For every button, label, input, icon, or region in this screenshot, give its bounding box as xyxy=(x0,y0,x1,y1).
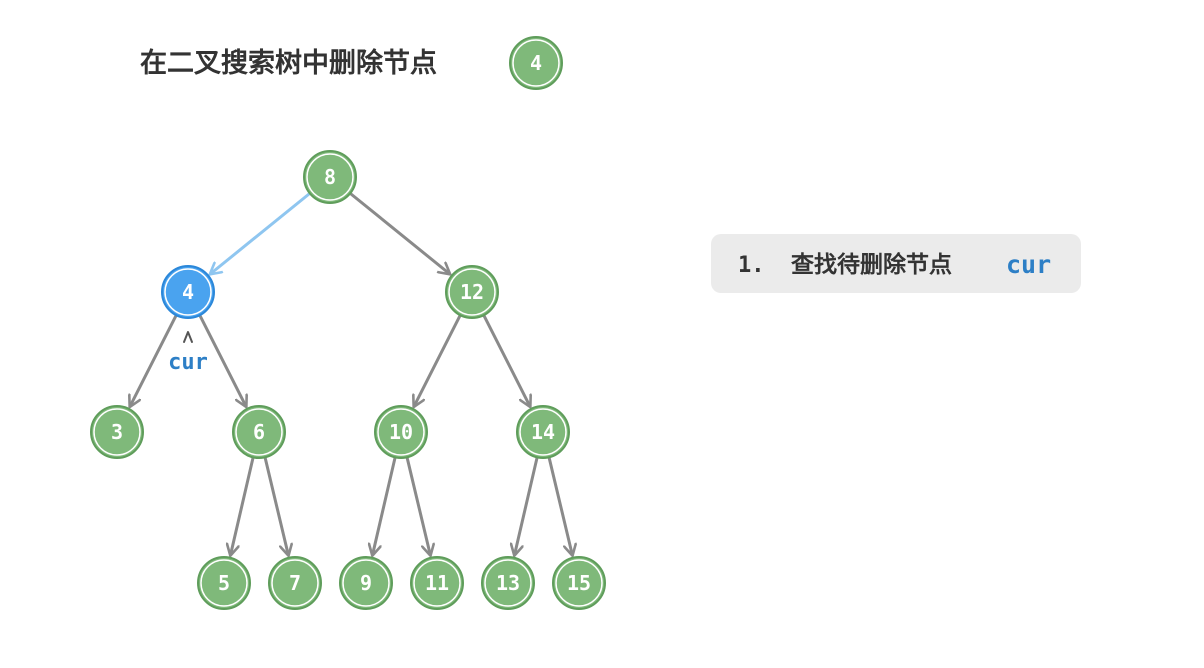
tree-node-value: 7 xyxy=(289,571,301,595)
tree-edge-12-10 xyxy=(414,314,462,406)
tree-node-7: 7 xyxy=(268,556,322,610)
cur-pointer-label: cur xyxy=(168,350,208,375)
tree-edges xyxy=(130,192,572,555)
tree-node-circle xyxy=(303,150,357,204)
tree-node-inner-ring xyxy=(413,559,461,607)
tree-node-circle xyxy=(232,405,286,459)
tree-node-10: 10 xyxy=(374,405,428,459)
tree-node-inner-ring xyxy=(200,559,248,607)
tree-node-14: 14 xyxy=(516,405,570,459)
tree-edge-10-11 xyxy=(405,456,430,555)
step-code: cur xyxy=(1006,250,1051,279)
tree-edge-6-7 xyxy=(263,456,288,555)
tree-node-value: 9 xyxy=(360,571,372,595)
title-target-value: 4 xyxy=(530,51,542,75)
tree-node-circle xyxy=(552,556,606,610)
title-target-node: 4 xyxy=(509,36,563,90)
title-target-circle xyxy=(509,36,563,90)
tree-node-inner-ring xyxy=(484,559,532,607)
cur-pointer: cur xyxy=(168,331,208,375)
tree-node-inner-ring xyxy=(306,153,354,201)
tree-edge-8-12 xyxy=(349,192,449,274)
tree-edge-10-9 xyxy=(373,456,397,554)
step-panel: 1. 查找待删除节点 cur xyxy=(711,234,1081,293)
tree-node-value: 12 xyxy=(460,280,484,304)
tree-edge-8-4 xyxy=(211,192,311,274)
tree-node-value: 13 xyxy=(496,571,520,595)
tree-node-11: 11 xyxy=(410,556,464,610)
tree-node-circle xyxy=(339,556,393,610)
tree-node-circle xyxy=(90,405,144,459)
tree-node-circle xyxy=(268,556,322,610)
tree-node-circle xyxy=(516,405,570,459)
tree-node-value: 3 xyxy=(111,420,123,444)
tree-node-circle xyxy=(161,265,215,319)
tree-edge-4-3 xyxy=(130,314,178,406)
tree-node-13: 13 xyxy=(481,556,535,610)
tree-node-12: 12 xyxy=(445,265,499,319)
tree-node-circle xyxy=(481,556,535,610)
tree-node-inner-ring xyxy=(342,559,390,607)
tree-node-6: 6 xyxy=(232,405,286,459)
step-number: 1. xyxy=(738,253,765,278)
tree-node-9: 9 xyxy=(339,556,393,610)
tree-node-inner-ring xyxy=(235,408,283,456)
tree-node-inner-ring xyxy=(377,408,425,456)
tree-node-value: 10 xyxy=(389,420,413,444)
tree-node-value: 6 xyxy=(253,420,265,444)
diagram-title: 在二叉搜索树中删除节点 xyxy=(140,47,437,79)
tree-node-inner-ring xyxy=(271,559,319,607)
step-text: 查找待删除节点 xyxy=(791,251,952,278)
tree-nodes: 8 4 12 3 6 10 14 5 7 9 11 13 15 xyxy=(90,150,606,610)
tree-node-circle xyxy=(410,556,464,610)
pointer-caret-icon xyxy=(183,331,193,343)
tree-node-inner-ring xyxy=(164,268,212,316)
tree-edge-12-14 xyxy=(482,314,530,406)
tree-node-inner-ring xyxy=(519,408,567,456)
tree-node-3: 3 xyxy=(90,405,144,459)
tree-node-value: 8 xyxy=(324,165,336,189)
tree-node-inner-ring xyxy=(555,559,603,607)
tree-node-inner-ring xyxy=(448,268,496,316)
tree-edge-6-5 xyxy=(231,456,255,554)
tree-node-circle xyxy=(374,405,428,459)
tree-node-circle xyxy=(197,556,251,610)
tree-node-value: 14 xyxy=(531,420,555,444)
step-panel-bg xyxy=(711,234,1081,293)
tree-node-4: 4 xyxy=(161,265,215,319)
tree-edge-4-6 xyxy=(198,314,246,406)
tree-node-8: 8 xyxy=(303,150,357,204)
tree-edge-14-13 xyxy=(515,456,539,554)
tree-node-circle xyxy=(445,265,499,319)
tree-node-inner-ring xyxy=(93,408,141,456)
title-target-inner-ring xyxy=(512,39,560,87)
tree-node-value: 11 xyxy=(425,571,449,595)
tree-node-5: 5 xyxy=(197,556,251,610)
tree-edge-14-15 xyxy=(547,456,572,555)
tree-node-value: 15 xyxy=(567,571,591,595)
tree-node-value: 5 xyxy=(218,571,230,595)
tree-node-15: 15 xyxy=(552,556,606,610)
tree-node-value: 4 xyxy=(182,280,194,304)
